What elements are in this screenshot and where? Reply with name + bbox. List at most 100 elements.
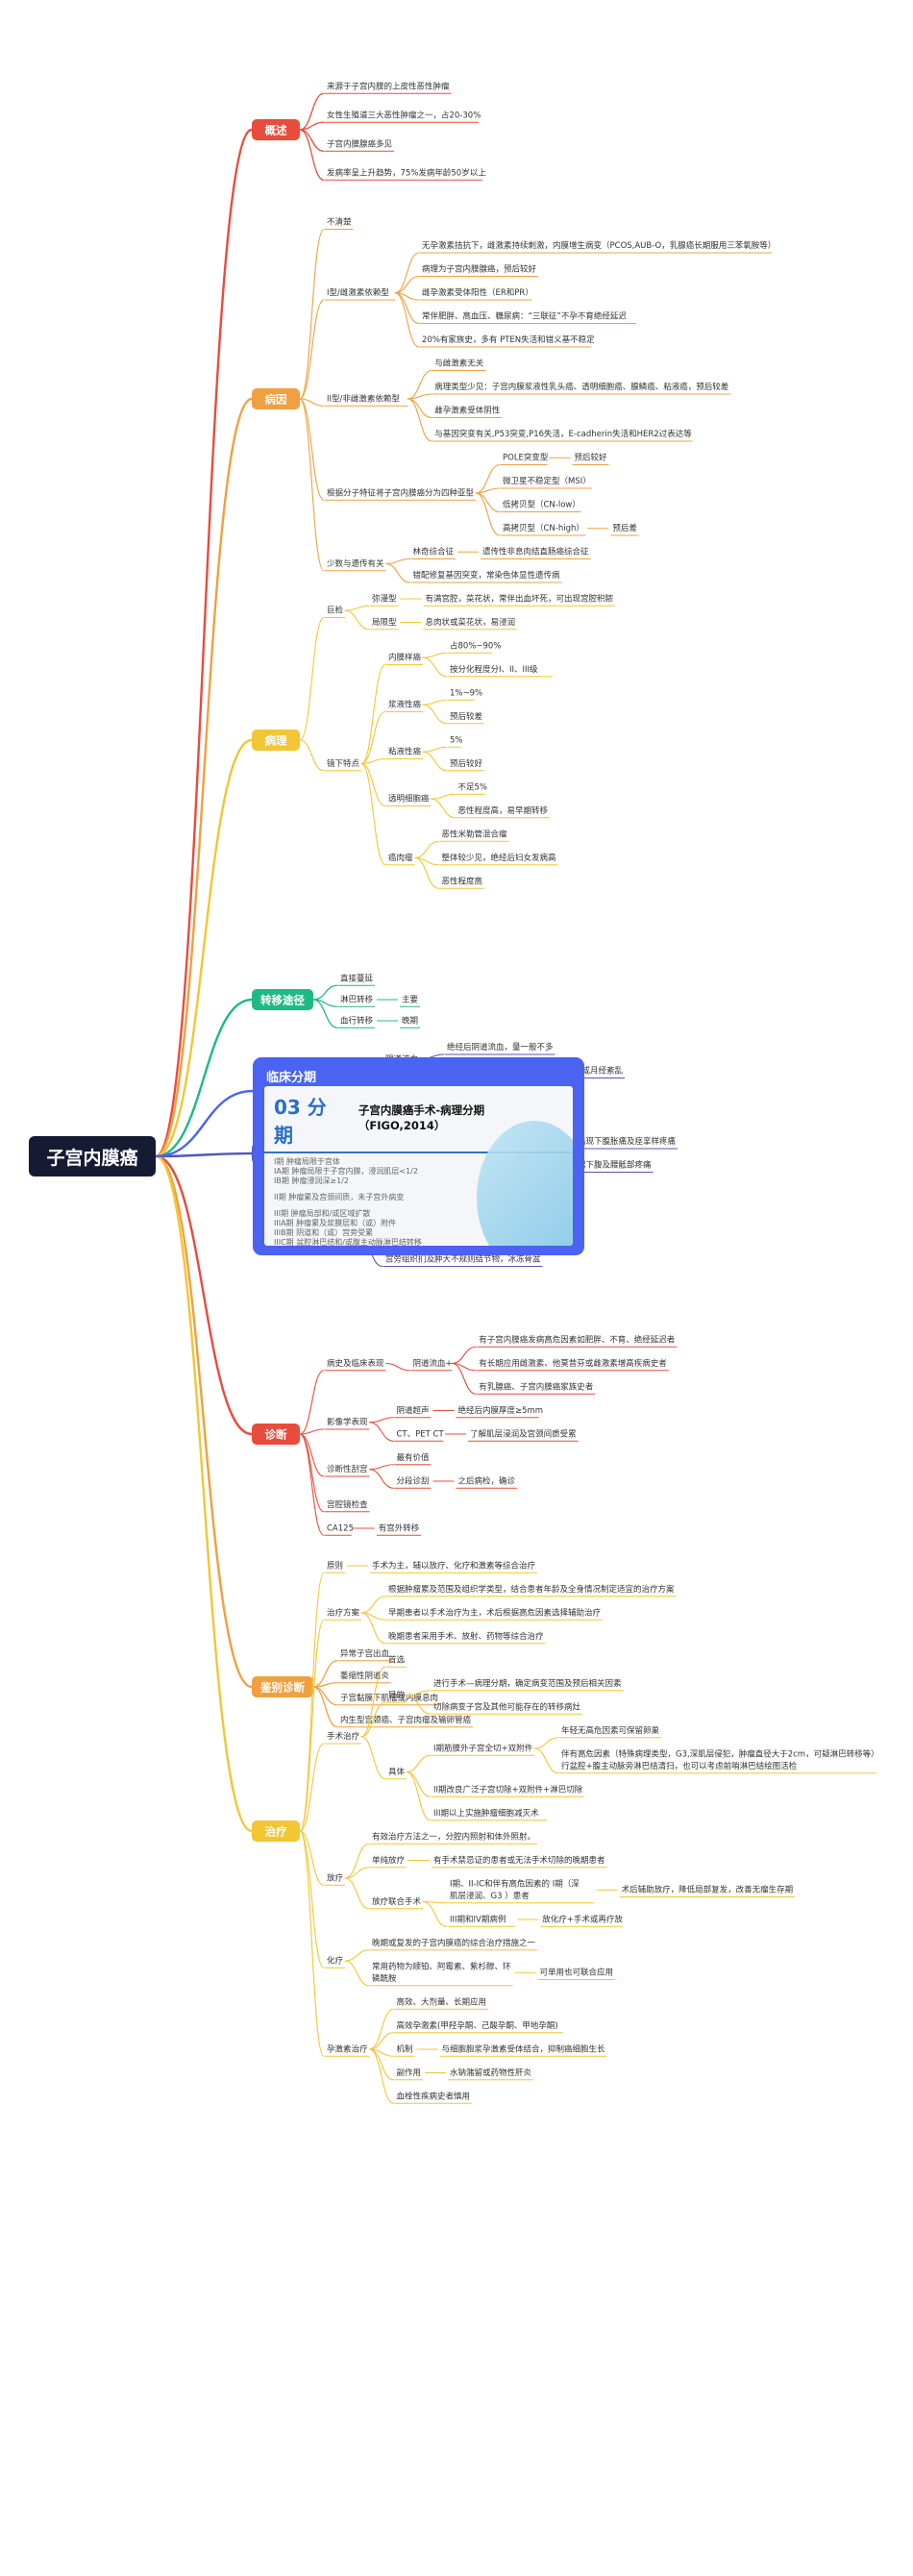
map-node[interactable]: 镜下特点 [325, 758, 361, 772]
map-node[interactable]: 有乳腺癌、子宫内膜癌家族史者 [477, 1381, 596, 1395]
map-node[interactable]: III期和IV期病例放化疗+手术或再疗放 [448, 1914, 623, 1927]
map-node[interactable]: 萎缩性阴道炎 [338, 1671, 391, 1684]
map-node[interactable]: 女性生殖道三大恶性肿瘤之一，占20-30% [325, 110, 481, 123]
map-node[interactable]: 子宫黏膜下肌瘤或内膜息肉 [338, 1693, 440, 1706]
map-node[interactable]: 晚期患者采用手术、放射、药物等综合治疗 [386, 1631, 546, 1645]
map-node[interactable]: 阴道流血+ [410, 1358, 453, 1372]
map-node[interactable]: 放疗 [325, 1872, 345, 1886]
map-node[interactable]: 来源于子宫内膜的上皮性恶性肿瘤 [325, 81, 452, 94]
map-node[interactable]: 占80%~90% [448, 640, 501, 654]
map-node[interactable]: 首选 [386, 1654, 407, 1668]
map-node[interactable]: 局限型息肉状或菜花状，易浸润 [370, 617, 517, 631]
map-node[interactable]: 宫旁组织扪及肿大不规则结节物，冰冻骨盆 [383, 1254, 543, 1267]
map-node[interactable]: 具体 [386, 1767, 407, 1780]
map-node[interactable]: 5% [448, 735, 463, 748]
map-node[interactable]: 林奇综合征遗传性非息肉结直肠癌综合征 [410, 547, 591, 559]
map-node[interactable]: 癌肉瘤 [386, 853, 415, 866]
map-node[interactable]: 放疗联合手术 [370, 1896, 423, 1910]
map-node[interactable]: 高效、大剂量、长期应用 [394, 1996, 489, 2010]
clinical-staging-card[interactable]: 临床分期 03 分期 子宫内膜癌手术-病理分期（FIGO,2014） I期 肿瘤… [253, 1057, 584, 1255]
map-node[interactable]: 微卫星不稳定型（MSI） [501, 476, 592, 489]
map-node[interactable]: 病理类型少见：子宫内膜浆液性乳头癌、透明细胞癌、腺鳞癌、粘液癌，预后较差 [432, 382, 731, 395]
map-node[interactable]: 粘液性癌 [386, 747, 423, 759]
map-node[interactable]: III期以上实施肿瘤细胞减灭术 [432, 1808, 548, 1821]
map-node[interactable]: 有效治疗方法之一，分腔内照射和体外照射。 [370, 1831, 537, 1845]
map-node[interactable]: 手术治疗 [325, 1731, 361, 1745]
map-node[interactable]: 淋巴转移主要 [338, 994, 420, 1007]
map-node[interactable]: 恶性程度高 [439, 876, 485, 889]
map-node[interactable]: 血行转移晚期 [338, 1015, 420, 1028]
map-node[interactable]: 早期患者以手术治疗为主，术后根据高危因素选择辅助治疗 [386, 1607, 603, 1621]
map-node[interactable]: 高拷贝型（CN-high）预后差 [501, 523, 639, 536]
branch-pill[interactable]: 病理 [252, 730, 300, 751]
map-node[interactable]: I型/雌激素依赖型 [325, 287, 396, 301]
map-node[interactable]: 病理为子宫内膜腺癌，预后较好 [420, 264, 539, 277]
map-node[interactable]: POLE突变型预后较好 [501, 453, 609, 465]
map-node[interactable]: 副作用水钠潴留或药物性肝炎 [394, 2068, 534, 2081]
map-node[interactable]: 不清楚 [325, 217, 354, 230]
branch-pill[interactable]: 概述 [252, 119, 300, 140]
map-node[interactable]: 单纯放疗有手术禁忌证的患者或无法手术切除的晚期患者 [370, 1855, 607, 1869]
map-node[interactable]: 透明细胞癌 [386, 794, 432, 806]
map-node[interactable]: 有长期应用雌激素、他莫昔芬或雌激素增高疾病史者 [477, 1358, 669, 1372]
map-node[interactable]: 年轻无高危因素可保留卵巢 [559, 1725, 662, 1739]
map-node[interactable]: 与雌激素无关 [432, 359, 486, 371]
map-node[interactable]: 无孕激素拮抗下，雌激素持续刺激，内膜增生病变（PCOS,AUB-O，乳腺癌长期服… [420, 240, 776, 254]
map-node[interactable]: 不足5% [456, 782, 488, 795]
map-node[interactable]: 根据肿瘤累及范围及组织学类型，结合患者年龄及全身情况制定适宜的治疗方案 [386, 1584, 677, 1598]
map-node[interactable]: 20%有家族史，多有 PTEN失活和错义基不稳定 [420, 334, 595, 348]
map-node[interactable]: 孕激素治疗 [325, 2043, 370, 2057]
map-node[interactable]: 宫腔镜检查 [325, 1499, 370, 1513]
map-node[interactable]: 根据分子特征将子宫内膜癌分为四种亚型 [325, 487, 476, 501]
map-node[interactable]: 整体较少见，绝经后妇女发病高 [439, 853, 558, 866]
map-node[interactable]: 有子宫内膜癌发病高危因素如肥胖、不育、绝经延迟者 [477, 1334, 678, 1348]
map-node[interactable]: 阴道超声绝经后内膜厚度≥5mm [394, 1405, 544, 1419]
branch-pill[interactable]: 病因 [252, 388, 300, 409]
map-node[interactable]: 诊断性刮宫 [325, 1464, 370, 1477]
map-node[interactable]: 恶性米勒管混合瘤 [439, 829, 509, 842]
map-node[interactable]: 高效孕激素(甲羟孕酮、己酸孕酮、甲地孕酮) [394, 2020, 563, 2034]
map-node[interactable]: 伴有高危因素（特殊病理类型，G3,深肌层侵犯，肿瘤直径大于2cm，可疑淋巴转移等… [559, 1748, 879, 1774]
map-node[interactable]: 分段诊刮之后病检，确诊 [394, 1475, 518, 1489]
map-node[interactable]: II期改良广泛子宫切除+双附件+淋巴切除 [432, 1784, 585, 1797]
map-node[interactable]: 最有价值 [394, 1452, 432, 1466]
map-node[interactable]: 预后较差 [448, 711, 484, 725]
map-node[interactable]: 浆液性癌 [386, 700, 423, 712]
map-node[interactable]: 少数与遗传有关 [325, 558, 386, 572]
map-node[interactable]: 进行手术—病理分期，确定病变范围及预后相关因素 [432, 1678, 624, 1692]
map-node[interactable]: 预后较好 [448, 758, 484, 772]
map-node[interactable]: 影像学表现 [325, 1417, 370, 1430]
branch-pill[interactable]: 治疗 [252, 1821, 300, 1842]
map-node[interactable]: 常用药物为顺铂、阿霉素、紫杉醇、环磷酰胺常用药物为顺铂、阿霉素、紫杉醇、环磷酰胺… [370, 1961, 615, 1987]
map-node[interactable]: 常伴肥胖、高血压、糖尿病：“三联征”不孕不育绝经延迟 [420, 311, 637, 324]
map-node[interactable]: 机制与细胞胞浆孕激素受体结合，抑制癌细胞生长 [394, 2043, 607, 2057]
map-node[interactable]: 低拷贝型（CN-low） [501, 500, 581, 512]
map-node[interactable]: 与基因突变有关,P53突变,P16失活，E-cadherin失活和HER2过表达… [432, 429, 693, 442]
map-node[interactable]: 化疗 [325, 1955, 345, 1969]
map-node[interactable]: 治疗方案 [325, 1607, 361, 1621]
map-node[interactable]: 发病率呈上升趋势，75%发病年龄50岁以上 [325, 167, 486, 181]
map-node[interactable]: 按分化程度分I、II、III级 [448, 664, 554, 678]
map-node[interactable]: 巨检 [325, 606, 345, 618]
map-node[interactable]: 病史及临床表现 [325, 1358, 386, 1372]
map-node[interactable]: 绝经后阴道流血，量一般不多 [445, 1042, 555, 1055]
map-node[interactable]: 恶性程度高，易早期转移 [456, 805, 551, 819]
branch-pill[interactable]: 诊断 [252, 1424, 300, 1445]
branch-pill[interactable]: 鉴别诊断 [252, 1676, 313, 1697]
map-node[interactable]: 血栓性疾病史者慎用 [394, 2091, 473, 2104]
map-node[interactable]: 弥漫型有满宫腔，菜花状，常伴出血坏死，可出现宫腔积脓 [370, 593, 615, 607]
map-node[interactable]: 内膜样癌 [386, 653, 423, 665]
map-node[interactable]: 直接蔓延 [338, 973, 375, 986]
map-node[interactable]: 异常子宫出血 [338, 1648, 391, 1662]
map-node[interactable]: 雌孕激素受体阴性 [432, 406, 503, 418]
map-node[interactable]: 错配修复基因突变，常染色体显性遗传病 [410, 570, 562, 583]
map-node[interactable]: 晚期或复发的子宫内膜癌的综合治疗措施之一 [370, 1938, 537, 1951]
map-node[interactable]: 内生型宫颈癌、子宫肉瘤及输卵管癌 [338, 1715, 473, 1728]
map-node[interactable]: 切除病变子宫及其他可能存在的转移病灶 [432, 1701, 582, 1715]
map-node[interactable]: I期筋膜外子宫全切+双附件 [432, 1743, 535, 1756]
map-node[interactable]: 原则手术为主，辅以放疗、化疗和激素等综合治疗 [325, 1560, 537, 1573]
branch-pill[interactable]: 转移途径 [252, 989, 313, 1010]
